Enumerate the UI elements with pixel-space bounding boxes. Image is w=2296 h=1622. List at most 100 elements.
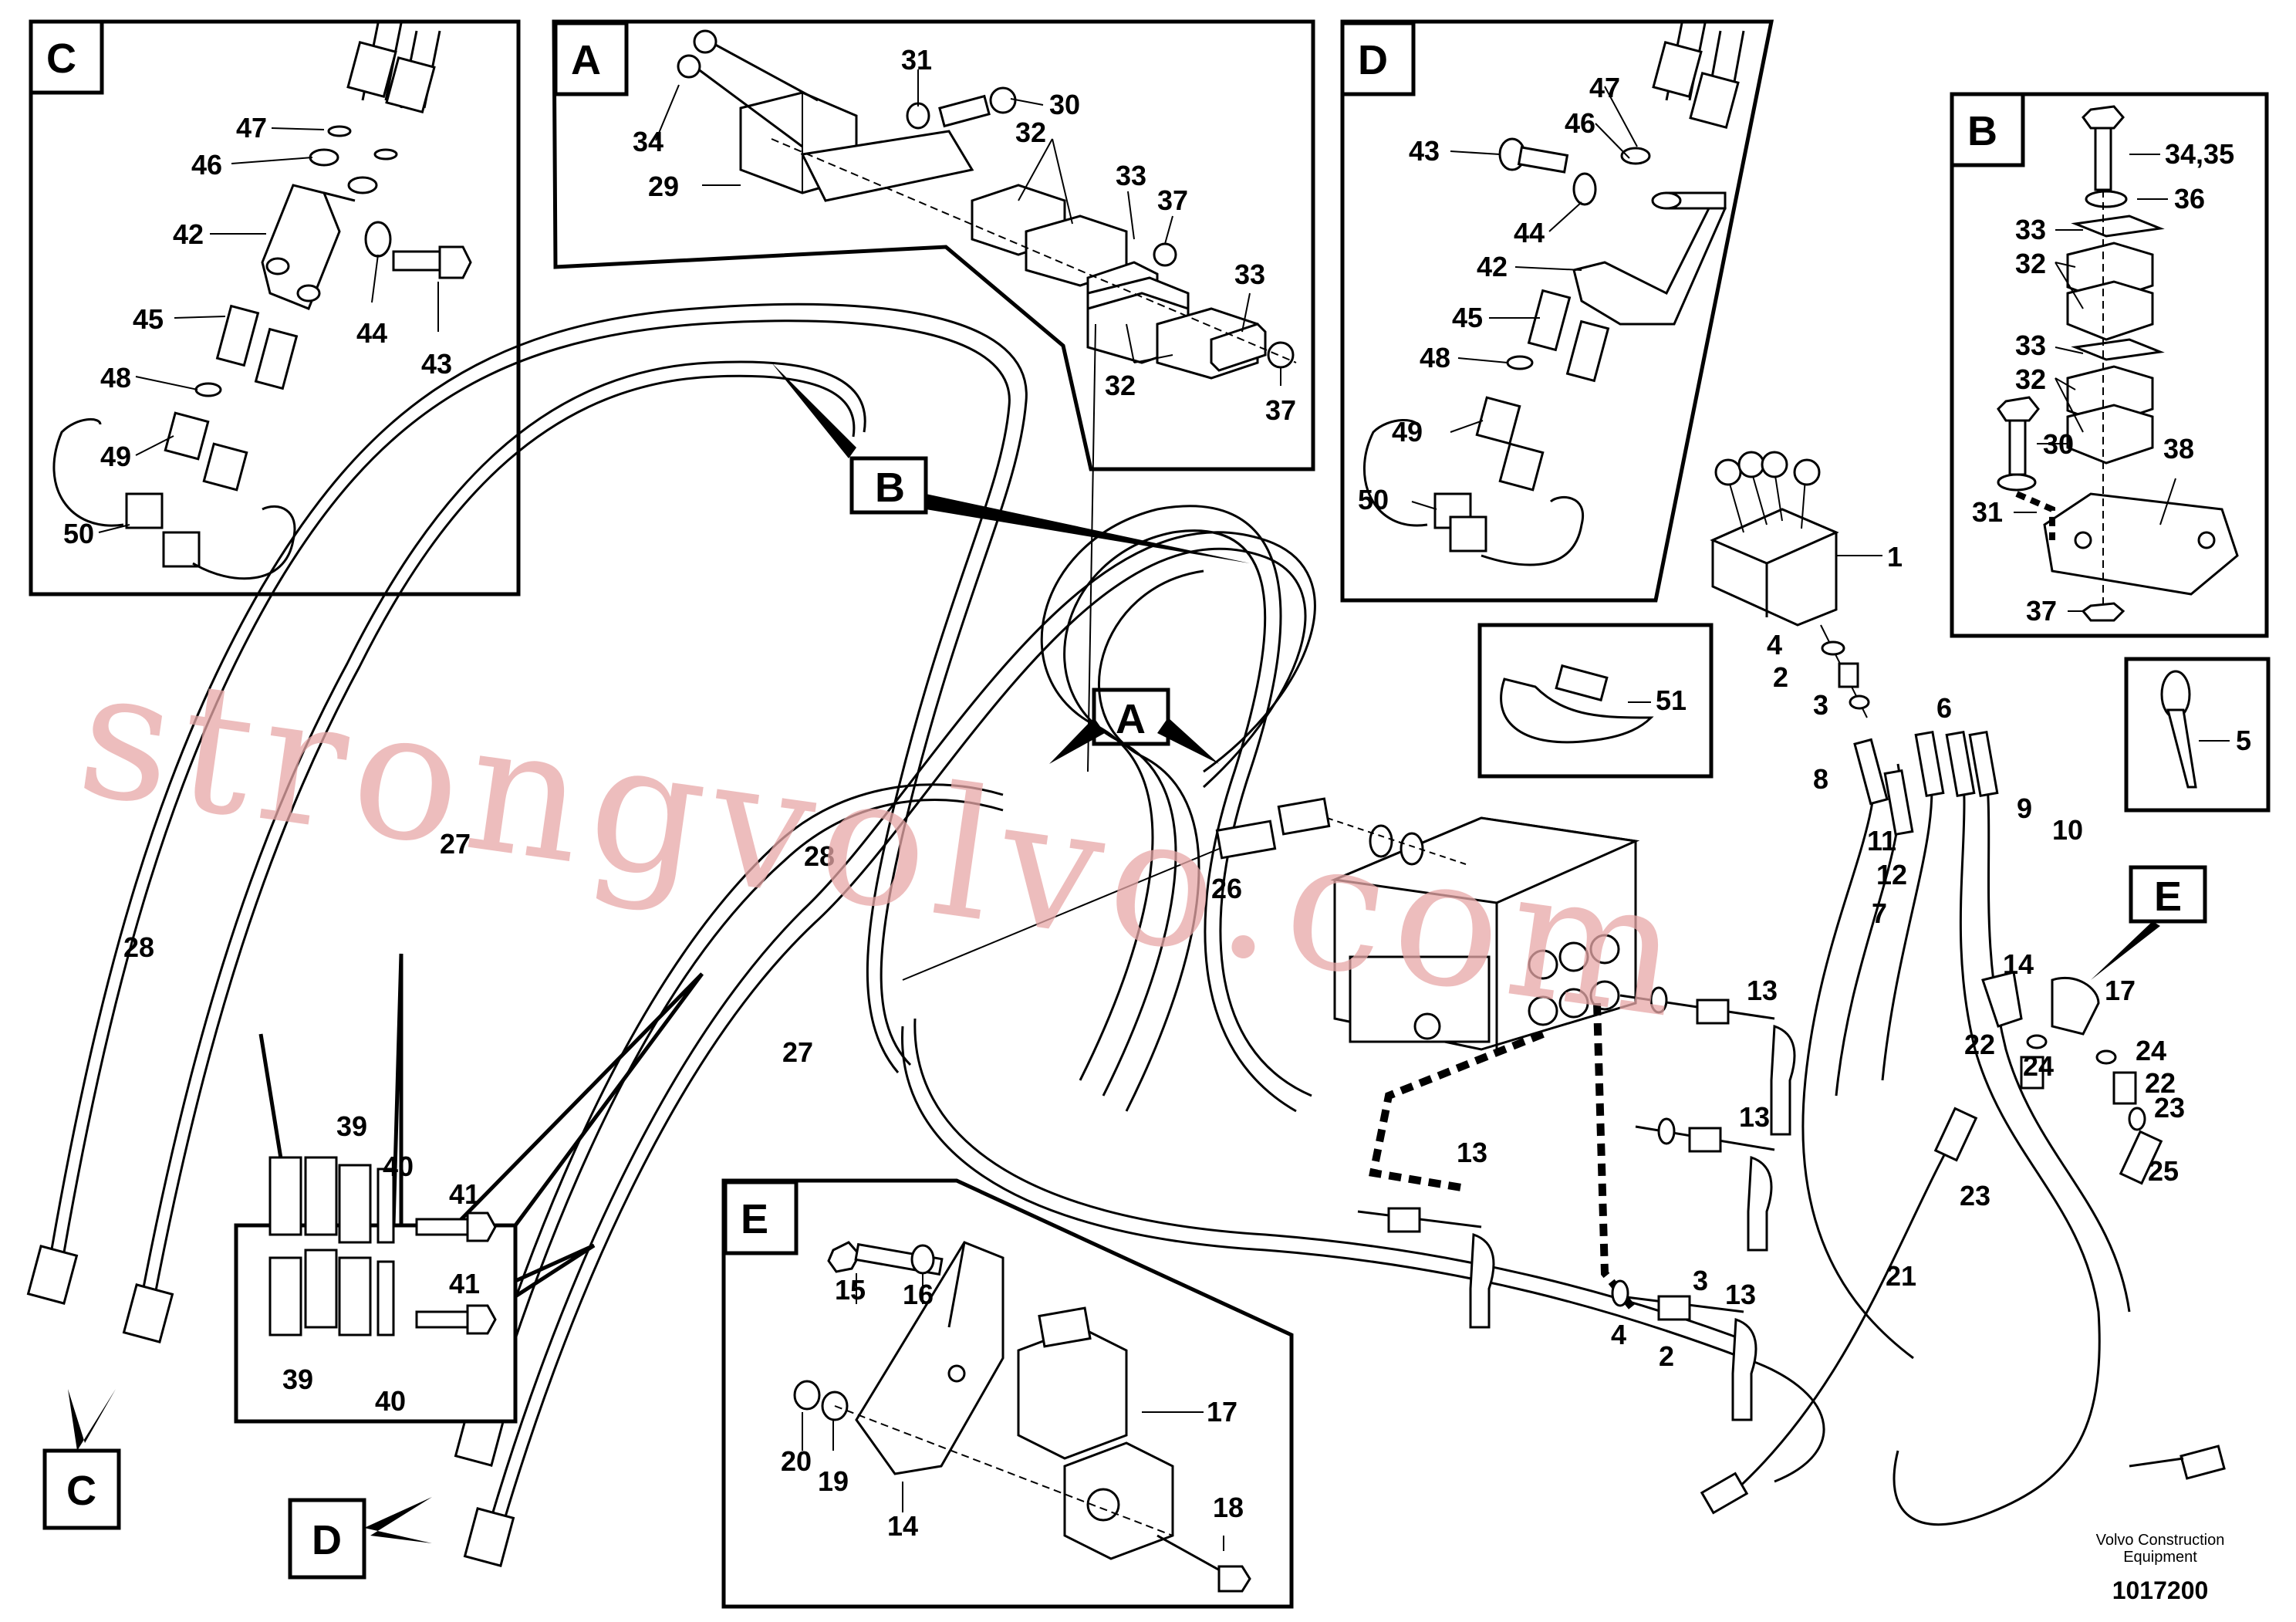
callout-number: 33	[2015, 329, 2046, 361]
callout-number: 48	[100, 362, 131, 394]
solenoid-assembly-right	[1981, 971, 2163, 1185]
detail-b-frame	[1950, 92, 2269, 638]
view-letter-labels: C A D B E B A C D E	[46, 35, 2182, 1563]
callout-number: 25	[2148, 1155, 2179, 1187]
callout-number: 2	[1773, 661, 1788, 693]
callout-number: 7	[1872, 897, 1887, 929]
callout-number: 14	[2003, 948, 2034, 980]
detail-c-letter-box	[29, 19, 104, 95]
callout-number: 43	[421, 348, 452, 380]
callout-number: 32	[1105, 370, 1136, 401]
detail-clamp-39-41	[234, 953, 704, 1424]
callout-number: 4	[1611, 1319, 1626, 1350]
manufacturer-line-2: Equipment	[2123, 1549, 2197, 1566]
callout-number: 28	[123, 931, 154, 963]
callout-number: 20	[781, 1445, 812, 1477]
marker-letter-e: E	[2154, 874, 2182, 920]
callout-number: 24	[2023, 1050, 2054, 1082]
marker-letter-c: C	[66, 1468, 96, 1514]
callout-number: 42	[1477, 251, 1508, 282]
callout-number: 14	[887, 1510, 918, 1542]
marker-letter-d: D	[312, 1517, 342, 1563]
callout-number: 15	[835, 1274, 866, 1306]
callout-number: 17	[2105, 975, 2136, 1006]
callout-number: 39	[282, 1363, 313, 1395]
callout-number: 49	[1392, 416, 1423, 448]
callout-number: 17	[1207, 1396, 1237, 1428]
hose-end-fittings	[26, 1245, 515, 1567]
callout-number: 22	[2145, 1067, 2176, 1099]
marker-e-box	[2129, 865, 2207, 924]
marker-c-box	[42, 1448, 121, 1530]
callout-number: 50	[63, 518, 94, 549]
detail-view-a	[552, 19, 1315, 471]
detail-view-b	[1950, 92, 2269, 638]
callout-number: 29	[648, 171, 679, 202]
callout-number: 33	[1234, 259, 1265, 290]
callout-number: 23	[1960, 1180, 1990, 1211]
callout-number: 26	[1211, 873, 1242, 904]
detail-strap-51	[1477, 623, 1714, 779]
marker-a-box	[1092, 688, 1170, 746]
view-letter-a: A	[571, 37, 601, 83]
callout-number: 27	[782, 1036, 813, 1068]
callout-number: 44	[1514, 217, 1545, 248]
callout-number: 11	[1867, 825, 1896, 857]
callout-number: 30	[2043, 428, 2074, 460]
callout-number: 47	[236, 112, 267, 144]
manufacturer-line-1: Volvo Construction	[2096, 1532, 2225, 1549]
callout-number: 23	[2154, 1092, 2185, 1124]
detail-d-letter-box	[1340, 21, 1416, 96]
view-letter-e: E	[741, 1196, 768, 1242]
callout-number: 21	[1886, 1260, 1916, 1292]
callout-number: 33	[1116, 160, 1146, 191]
callout-number: 22	[1964, 1029, 1995, 1060]
callout-number: 45	[133, 303, 164, 335]
callout-number: 40	[383, 1151, 414, 1182]
callout-number: 13	[1747, 975, 1778, 1006]
callout-number: 28	[804, 840, 835, 872]
callout-number: 24	[2136, 1035, 2166, 1066]
watermark-text: strongvolvo.com	[68, 630, 1700, 1059]
detail-c-frame	[29, 19, 521, 596]
control-valve-block	[1215, 797, 1640, 1051]
callout-number: 2	[1659, 1340, 1674, 1372]
callout-number: 45	[1452, 302, 1483, 333]
callout-number: 34,35	[2165, 138, 2234, 170]
callout-number: 40	[375, 1385, 406, 1417]
callout-number: 10	[2052, 814, 2083, 846]
callout-number: 31	[901, 44, 932, 76]
callout-number: 49	[100, 441, 131, 472]
callout-number: 1	[1887, 541, 1903, 573]
callout-number: 39	[336, 1110, 367, 1142]
view-markers	[42, 323, 2207, 1580]
detail-a-letter-box	[553, 21, 629, 96]
callout-number: 4	[1767, 629, 1782, 661]
view-letter-b: B	[1967, 108, 1997, 154]
callout-number: 33	[2015, 214, 2046, 245]
callout-number: 47	[1589, 72, 1620, 103]
callout-number: 6	[1936, 692, 1952, 724]
callout-number: 3	[1813, 689, 1828, 721]
marker-letter-b: B	[875, 465, 905, 511]
callout-number: 31	[1972, 496, 2003, 528]
detail-e-letter-box	[723, 1180, 799, 1255]
callout-number: 8	[1813, 763, 1828, 795]
marker-b-box	[849, 456, 928, 515]
marker-d-box	[288, 1498, 366, 1580]
detail-view-d	[1340, 19, 1774, 603]
callout-number: 41	[449, 1178, 480, 1210]
view-letter-d: D	[1358, 37, 1388, 83]
callout-number: 51	[1656, 684, 1687, 716]
callout-numbers: 47 46 42 45 48 49 50 44 43 31 30 34 29 3…	[63, 44, 2251, 1542]
callout-number: 13	[1739, 1101, 1770, 1133]
callout-number: 13	[1725, 1279, 1756, 1310]
dashed-connections	[1369, 1002, 1639, 1315]
detail-view-e	[721, 1178, 1294, 1609]
callout-number: 37	[1157, 184, 1188, 216]
callout-number: 44	[356, 317, 387, 349]
callout-number: 3	[1693, 1265, 1708, 1296]
callout-number: 41	[449, 1268, 480, 1299]
marker-letter-a: A	[1116, 696, 1146, 742]
